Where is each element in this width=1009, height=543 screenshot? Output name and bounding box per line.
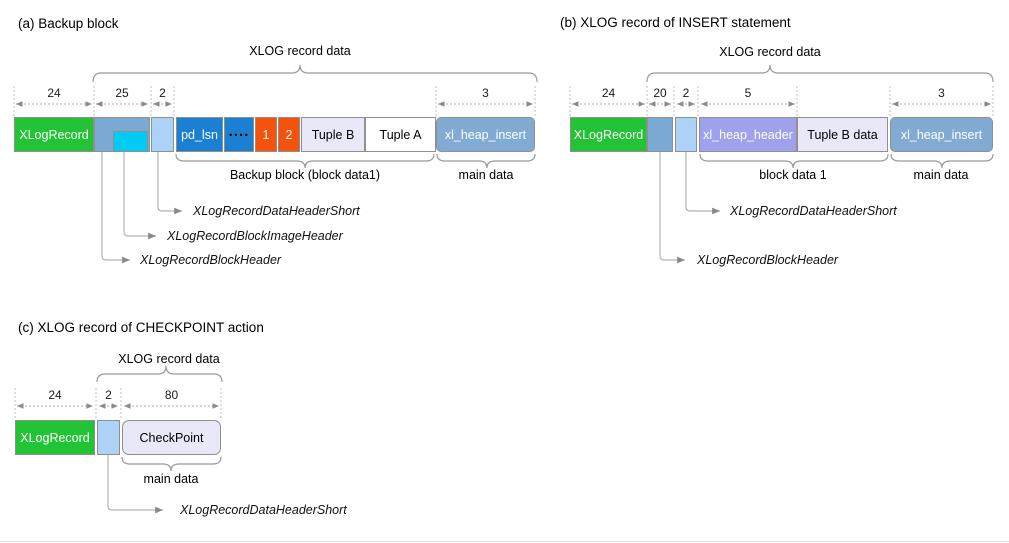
struct-label-data-header-short-c: XLogRecordDataHeaderShort: [180, 503, 347, 517]
data-header-short-segment-c: [97, 420, 120, 455]
block-xl-heap-insert-b: xl_heap_insert: [890, 117, 993, 152]
diagram-b-dim-20: 20: [653, 86, 667, 100]
diagram-a-dim-3: 3: [482, 86, 489, 100]
block-tuple-b: Tuple B: [301, 117, 365, 152]
struct-label-block-header-a: XLogRecordBlockHeader: [140, 253, 282, 267]
struct-label-block-header-b: XLogRecordBlockHeader: [697, 253, 839, 267]
diagram-a-xlog-record-data-label: XLOG record data: [249, 44, 351, 58]
diagram-b-title: (b) XLOG record of INSERT statement: [560, 15, 791, 30]
block-xl-heap-insert-a: xl_heap_insert: [436, 117, 535, 152]
dimension-arrows: [16, 101, 991, 409]
group-label-block-data-1-b: block data 1: [759, 168, 827, 182]
block-xlogrecord-b: XLogRecord: [570, 117, 647, 152]
diagram-a-title: (a) Backup block: [18, 16, 119, 31]
pointer-arrows: [101, 152, 720, 514]
under-brace-backup-block-a: [175, 153, 435, 169]
under-brace-main-data-b: [890, 153, 994, 169]
under-brace-main-data-a: [436, 153, 536, 169]
group-label-main-data-c: main data: [143, 472, 199, 486]
block-xlogrecord-a: XLogRecord: [14, 117, 94, 152]
diagram-a-dim-24: 24: [47, 86, 61, 100]
block-tuple-b-data: Tuple B data: [797, 117, 888, 152]
under-brace-main-data-c: [121, 456, 222, 472]
struct-label-block-image-header-a: XLogRecordBlockImageHeader: [167, 229, 343, 243]
diagram-c-title: (c) XLOG record of CHECKPOINT action: [18, 320, 264, 335]
group-label-backup-block-a: Backup block (block data1): [229, 168, 381, 182]
diagram-c-dim-2: 2: [105, 388, 112, 402]
diagram-b-xlog-record-data-label: XLOG record data: [719, 45, 821, 59]
under-brace-block-data-b: [699, 153, 889, 169]
diagram-b-dim-24: 24: [601, 86, 616, 100]
block-page-header-dots: ....: [224, 117, 254, 152]
struct-label-data-header-short-b: XLogRecordDataHeaderShort: [730, 204, 897, 218]
diagram-b-dim-5: 5: [744, 86, 752, 100]
diagram-a-dim-2: 2: [159, 86, 166, 100]
diagram-c-dim-24: 24: [48, 388, 62, 402]
block-checkpoint: CheckPoint: [122, 420, 221, 455]
block-pd-lsn: pd_lsn: [176, 117, 223, 152]
diagram-b-dim-2: 2: [682, 86, 690, 100]
block-linp-1: 1: [255, 117, 277, 152]
top-brace-c: [96, 365, 223, 383]
block-header-segment-b: [647, 117, 673, 152]
block-xl-heap-header: xl_heap_header: [699, 117, 797, 152]
top-brace-b: [646, 64, 994, 83]
group-label-main-data-a: main data: [458, 168, 514, 182]
block-xlogrecord-c: XLogRecord: [15, 420, 95, 455]
block-linp-2: 2: [278, 117, 300, 152]
diagram-b-dim-3: 3: [938, 86, 945, 100]
data-header-short-segment-b: [675, 117, 697, 152]
top-brace-a: [92, 64, 538, 83]
data-header-short-segment-a: [151, 117, 174, 152]
diagram-c-dim-80: 80: [164, 388, 179, 402]
block-tuple-a: Tuple A: [365, 117, 436, 152]
diagram-c-xlog-record-data-label: XLOG record data: [118, 352, 220, 366]
block-image-header-segment-a: [113, 131, 148, 152]
diagram-a-dim-25: 25: [115, 86, 129, 100]
struct-label-data-header-short-a: XLogRecordDataHeaderShort: [193, 204, 360, 218]
group-label-main-data-b: main data: [913, 168, 969, 182]
